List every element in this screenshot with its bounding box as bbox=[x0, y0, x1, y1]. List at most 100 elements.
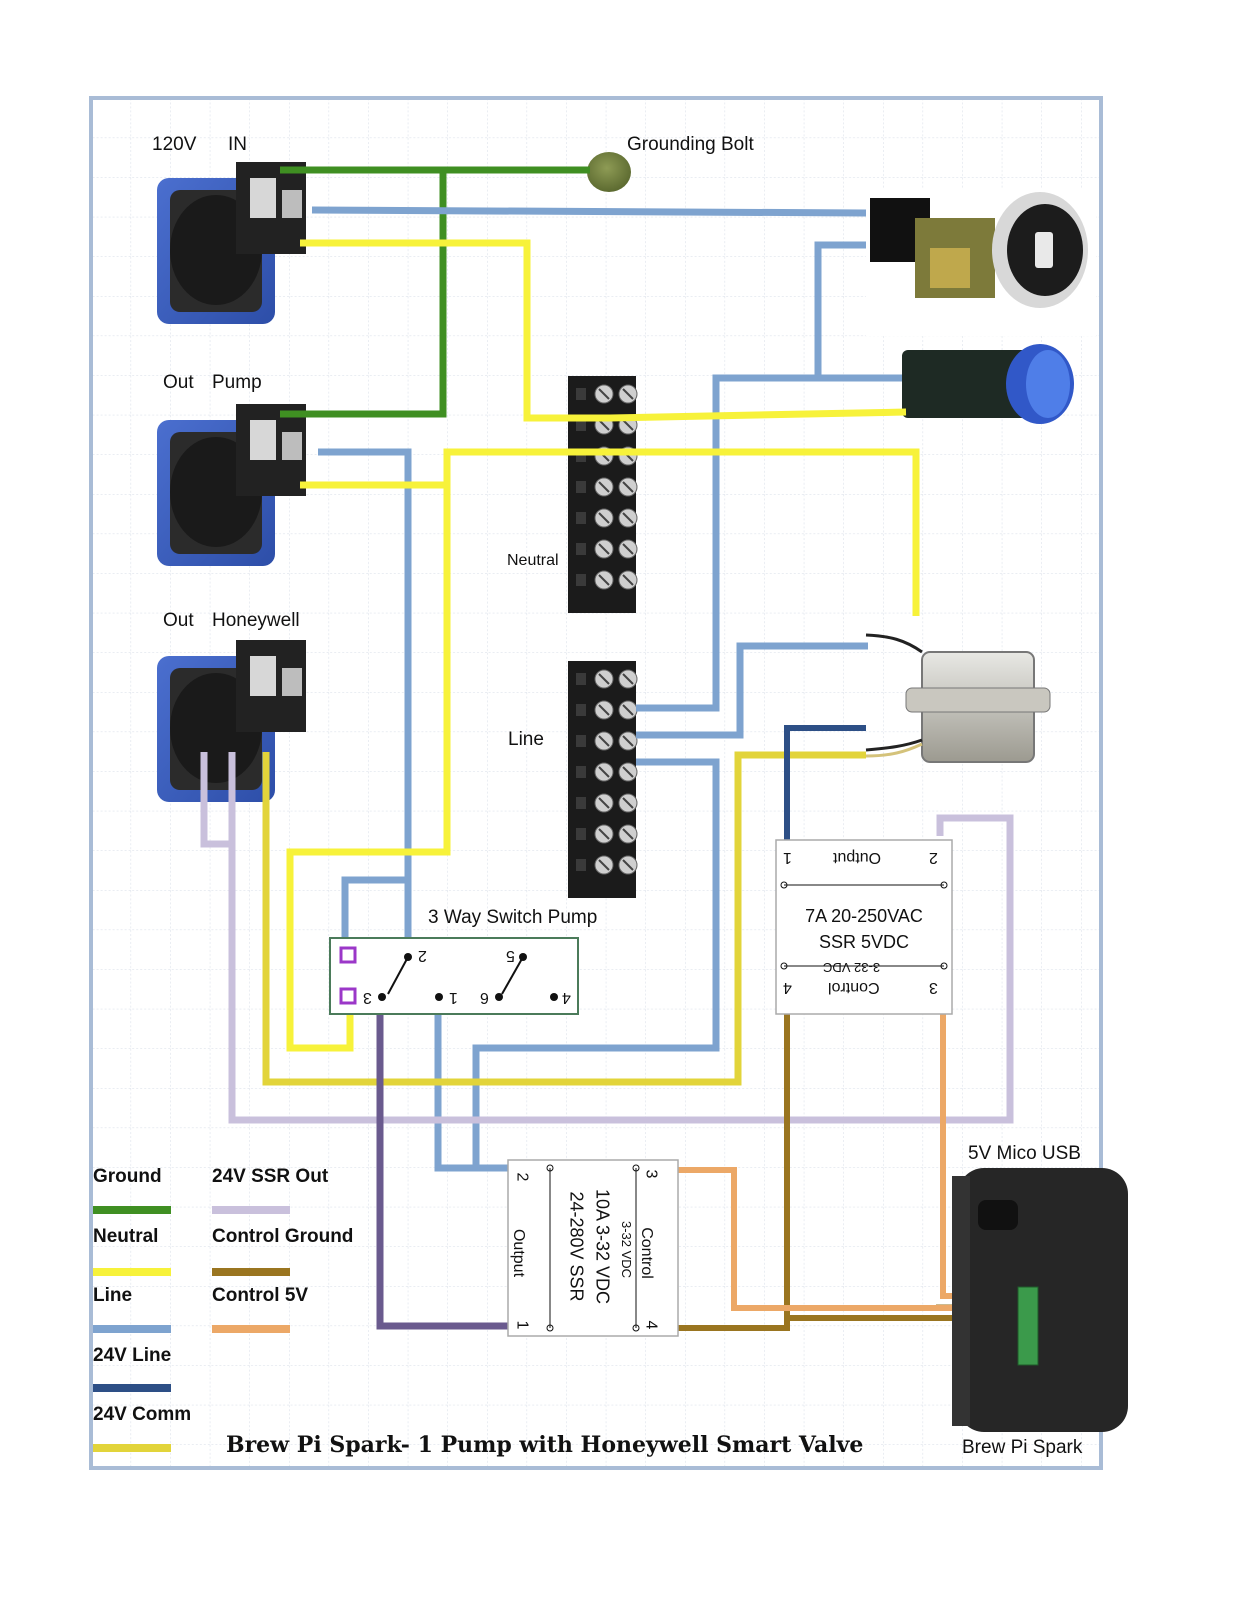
wire-neutral-switch bbox=[286, 452, 451, 1052]
ssr-bottom-output-label: Output bbox=[510, 1228, 528, 1278]
label-in: IN bbox=[228, 134, 247, 155]
ssr-top-control-range: 3-32 VDC bbox=[823, 960, 881, 975]
ssr-top-terminal-1: 1 bbox=[783, 849, 792, 866]
wire-24v-line bbox=[784, 725, 866, 848]
ssr-top-terminal-4: 4 bbox=[783, 979, 792, 996]
switch-terminal-3: 3 bbox=[363, 989, 372, 1006]
ssr-bottom-terminal-1: 1 bbox=[513, 1320, 531, 1330]
screw-slot bbox=[622, 797, 634, 809]
ssr-top-terminal-3: 3 bbox=[929, 979, 938, 996]
ssr-7a bbox=[775, 839, 953, 1015]
legend bbox=[93, 1206, 290, 1452]
wire-line-in bbox=[311, 206, 867, 217]
wire-line-switch-loop bbox=[341, 876, 408, 956]
terminal-separator bbox=[576, 543, 586, 555]
terminal-separator bbox=[576, 481, 586, 493]
wire-line-ssr bbox=[434, 758, 720, 1172]
screw-slot bbox=[622, 828, 634, 840]
legend-label-24v-comm: 24V Comm bbox=[93, 1404, 192, 1425]
legend-swatch-control-ground bbox=[212, 1268, 290, 1276]
label-out-pump-b: Pump bbox=[212, 372, 262, 393]
wire-control-5v-a bbox=[660, 1167, 1018, 1311]
switch-terminal-2: 2 bbox=[418, 947, 427, 964]
screw-slot bbox=[598, 388, 610, 400]
legend-label-24v-line: 24V Line bbox=[93, 1345, 172, 1366]
switch-terminal-4: 4 bbox=[562, 989, 571, 1006]
screw-slot bbox=[598, 828, 610, 840]
screw-slot bbox=[598, 543, 610, 555]
legend-swatch-line bbox=[93, 1325, 171, 1333]
wire-line-transformer bbox=[636, 642, 868, 739]
label-out-honeywell-a: Out bbox=[163, 610, 194, 631]
three-way-switch bbox=[329, 937, 579, 1015]
ssr-bottom-control-label: Control bbox=[637, 1227, 655, 1279]
terminal-separator bbox=[576, 574, 586, 586]
ssr-top-type: SSR 5VDC bbox=[818, 932, 910, 952]
ssr-top-control-label: Control bbox=[828, 979, 880, 996]
label-3-way-switch: 3 Way Switch Pump bbox=[428, 907, 598, 928]
transformer bbox=[865, 633, 1051, 763]
screw-slot bbox=[598, 735, 610, 747]
screw-slot bbox=[598, 797, 610, 809]
terminal-block-line bbox=[568, 661, 638, 898]
screw-slot bbox=[598, 512, 610, 524]
screw-slot bbox=[622, 735, 634, 747]
label-grounding-bolt: Grounding Bolt bbox=[627, 134, 754, 155]
brew-pi-spark-device bbox=[952, 1168, 1128, 1432]
legend-label-24v-ssr-out: 24V SSR Out bbox=[212, 1166, 329, 1187]
label-neutral-block: Neutral bbox=[507, 552, 559, 569]
wire-ssr-out-a bbox=[200, 752, 232, 848]
screw-slot bbox=[622, 388, 634, 400]
ssr-top-terminal-2: 2 bbox=[929, 849, 938, 866]
wire-ground-pump bbox=[280, 170, 447, 418]
label-out-honeywell-b: Honeywell bbox=[212, 610, 300, 631]
screw-slot bbox=[598, 574, 610, 586]
label-out-pump-a: Out bbox=[163, 372, 194, 393]
label-brew-pi-spark: Brew Pi Spark bbox=[962, 1437, 1083, 1458]
terminal-separator bbox=[576, 704, 586, 716]
screw-slot bbox=[598, 859, 610, 871]
terminal-block-neutral bbox=[568, 376, 638, 613]
wire-neutral-transformer bbox=[610, 448, 920, 616]
wire-switch-ssr bbox=[376, 1004, 512, 1330]
screw-slot bbox=[598, 419, 610, 431]
label-line-block: Line bbox=[508, 729, 544, 750]
wire-line-pump bbox=[318, 448, 412, 954]
screw-slot bbox=[622, 481, 634, 493]
switch-terminal-1: 1 bbox=[449, 989, 458, 1006]
switch-terminal-5: 5 bbox=[506, 947, 515, 964]
legend-swatch-control-5v bbox=[212, 1325, 290, 1333]
terminal-separator bbox=[576, 766, 586, 778]
switch-terminal-6: 6 bbox=[480, 989, 489, 1006]
ssr-top-output-label: Output bbox=[833, 849, 882, 866]
wire-control-ground-a bbox=[666, 1004, 790, 1331]
diagram-border bbox=[89, 96, 1103, 1470]
diagram-title: Brew Pi Spark- 1 Pump with Honeywell Sma… bbox=[226, 1432, 864, 1458]
screw-slot bbox=[598, 766, 610, 778]
terminal-separator bbox=[576, 419, 586, 431]
legend-swatch-24v-ssr-out bbox=[212, 1206, 290, 1214]
ssr-bottom-rating: 10A 3-32 VDC bbox=[592, 1188, 613, 1305]
label-120v: 120V bbox=[152, 134, 197, 155]
legend-label-control-ground: Control Ground bbox=[212, 1226, 354, 1247]
terminal-separator bbox=[576, 512, 586, 524]
legend-swatch-24v-line bbox=[93, 1384, 171, 1392]
legend-swatch-neutral bbox=[93, 1268, 171, 1276]
screw-slot bbox=[598, 673, 610, 685]
screw-slot bbox=[622, 673, 634, 685]
ssr-bottom-terminal-4: 4 bbox=[642, 1320, 660, 1330]
ssr-bottom-terminal-3: 3 bbox=[642, 1169, 660, 1179]
terminal-separator bbox=[576, 673, 586, 685]
ssr-bottom-type: 24-280V SSR bbox=[566, 1191, 587, 1302]
screw-slot bbox=[622, 766, 634, 778]
legend-swatch-24v-comm bbox=[93, 1444, 171, 1452]
terminal-separator bbox=[576, 797, 586, 809]
legend-label-ground: Ground bbox=[93, 1166, 162, 1187]
terminal-separator bbox=[576, 450, 586, 462]
screw-slot bbox=[622, 859, 634, 871]
screw-slot bbox=[622, 543, 634, 555]
terminal-separator bbox=[576, 735, 586, 747]
wire-line-switch bbox=[636, 241, 866, 712]
key-switch bbox=[866, 188, 1096, 336]
wire-ssr-out-b bbox=[228, 752, 1014, 1124]
